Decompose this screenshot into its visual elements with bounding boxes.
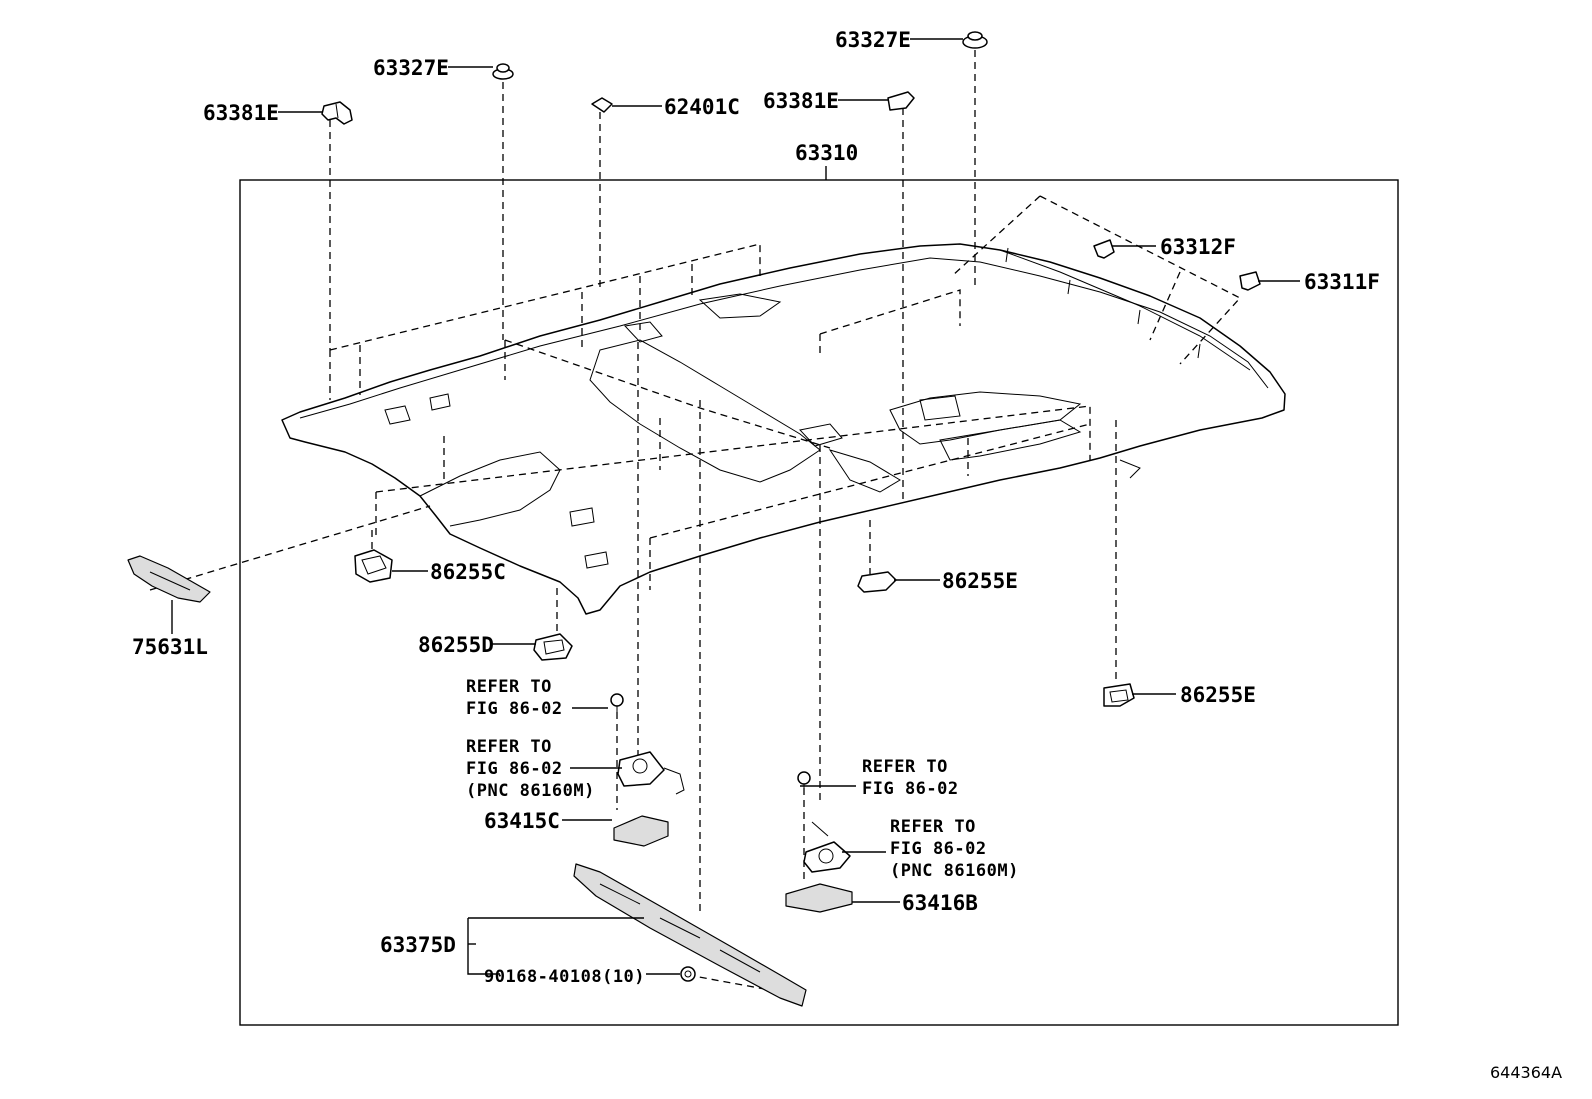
- note-3-line-1: REFER TO: [862, 757, 948, 777]
- clip-63327e-right: [962, 31, 988, 49]
- figure-id: 644364A: [1490, 1063, 1562, 1082]
- speaker-upper-left: [617, 751, 685, 795]
- holder-86255c: [354, 549, 393, 583]
- label-63327e-right: 63327E: [835, 28, 911, 52]
- grille-63415c: [613, 815, 669, 847]
- label-63311f: 63311F: [1304, 270, 1380, 294]
- clip-63327e-left: [492, 63, 514, 80]
- speaker-right: [803, 821, 851, 873]
- note-2-line-2: FIG 86-02: [466, 759, 563, 779]
- label-63416b: 63416B: [902, 891, 978, 915]
- screw-upper-left: [610, 693, 624, 716]
- note-1-line-1: REFER TO: [466, 677, 552, 697]
- reference-notes: REFER TO FIG 86-02 REFER TO FIG 86-02 (P…: [466, 677, 1019, 881]
- label-86255e-upper: 86255E: [942, 569, 1018, 593]
- label-63415c: 63415C: [484, 809, 560, 833]
- label-63381e-right: 63381E: [763, 89, 839, 113]
- roof-headliner: [281, 243, 1286, 615]
- label-86255c: 86255C: [430, 560, 506, 584]
- assembly-frame: [239, 166, 1399, 1026]
- note-3-line-2: FIG 86-02: [862, 779, 959, 799]
- label-62401c: 62401C: [664, 95, 740, 119]
- label-86255d: 86255D: [418, 633, 494, 657]
- note-2-line-3: (PNC 86160M): [466, 781, 595, 801]
- clip-63311f: [1239, 271, 1261, 291]
- assembly-part-number: 63310: [795, 141, 858, 165]
- label-86255e-lower: 86255E: [1180, 683, 1256, 707]
- cover-75631l: [127, 555, 211, 603]
- callout-leaders: [171, 38, 1300, 975]
- part-number-labels: 63381E 63327E 62401C 63381E 63327E 63312…: [132, 28, 1380, 987]
- note-2-line-1: REFER TO: [466, 737, 552, 757]
- label-75631l: 75631L: [132, 635, 208, 659]
- label-63312f: 63312F: [1160, 235, 1236, 259]
- label-63381e-left: 63381E: [203, 101, 279, 125]
- note-1-line-2: FIG 86-02: [466, 699, 563, 719]
- clip-63381e-left: [321, 101, 353, 125]
- clip-63312f: [1093, 239, 1115, 259]
- holder-86255e-lower: [1103, 683, 1135, 707]
- note-4-line-2: FIG 86-02: [890, 839, 987, 859]
- strip-63375d: [573, 863, 807, 1007]
- part-leader-dashes: [149, 50, 1117, 991]
- label-63375d: 63375D: [380, 933, 456, 957]
- note-4-line-1: REFER TO: [890, 817, 976, 837]
- label-90168-40108: 90168-40108(10): [484, 967, 645, 987]
- assembly-guide-lines: [329, 195, 1242, 590]
- nut-90168: [680, 966, 696, 982]
- holder-86255e-upper: [857, 571, 897, 593]
- clip-63381e-right: [887, 91, 915, 111]
- note-4-line-3: (PNC 86160M): [890, 861, 1019, 881]
- screw-right: [797, 771, 811, 794]
- grille-63416b: [785, 883, 853, 913]
- clip-62401c: [591, 97, 613, 113]
- holder-86255d: [533, 633, 573, 661]
- label-63327e-left: 63327E: [373, 56, 449, 80]
